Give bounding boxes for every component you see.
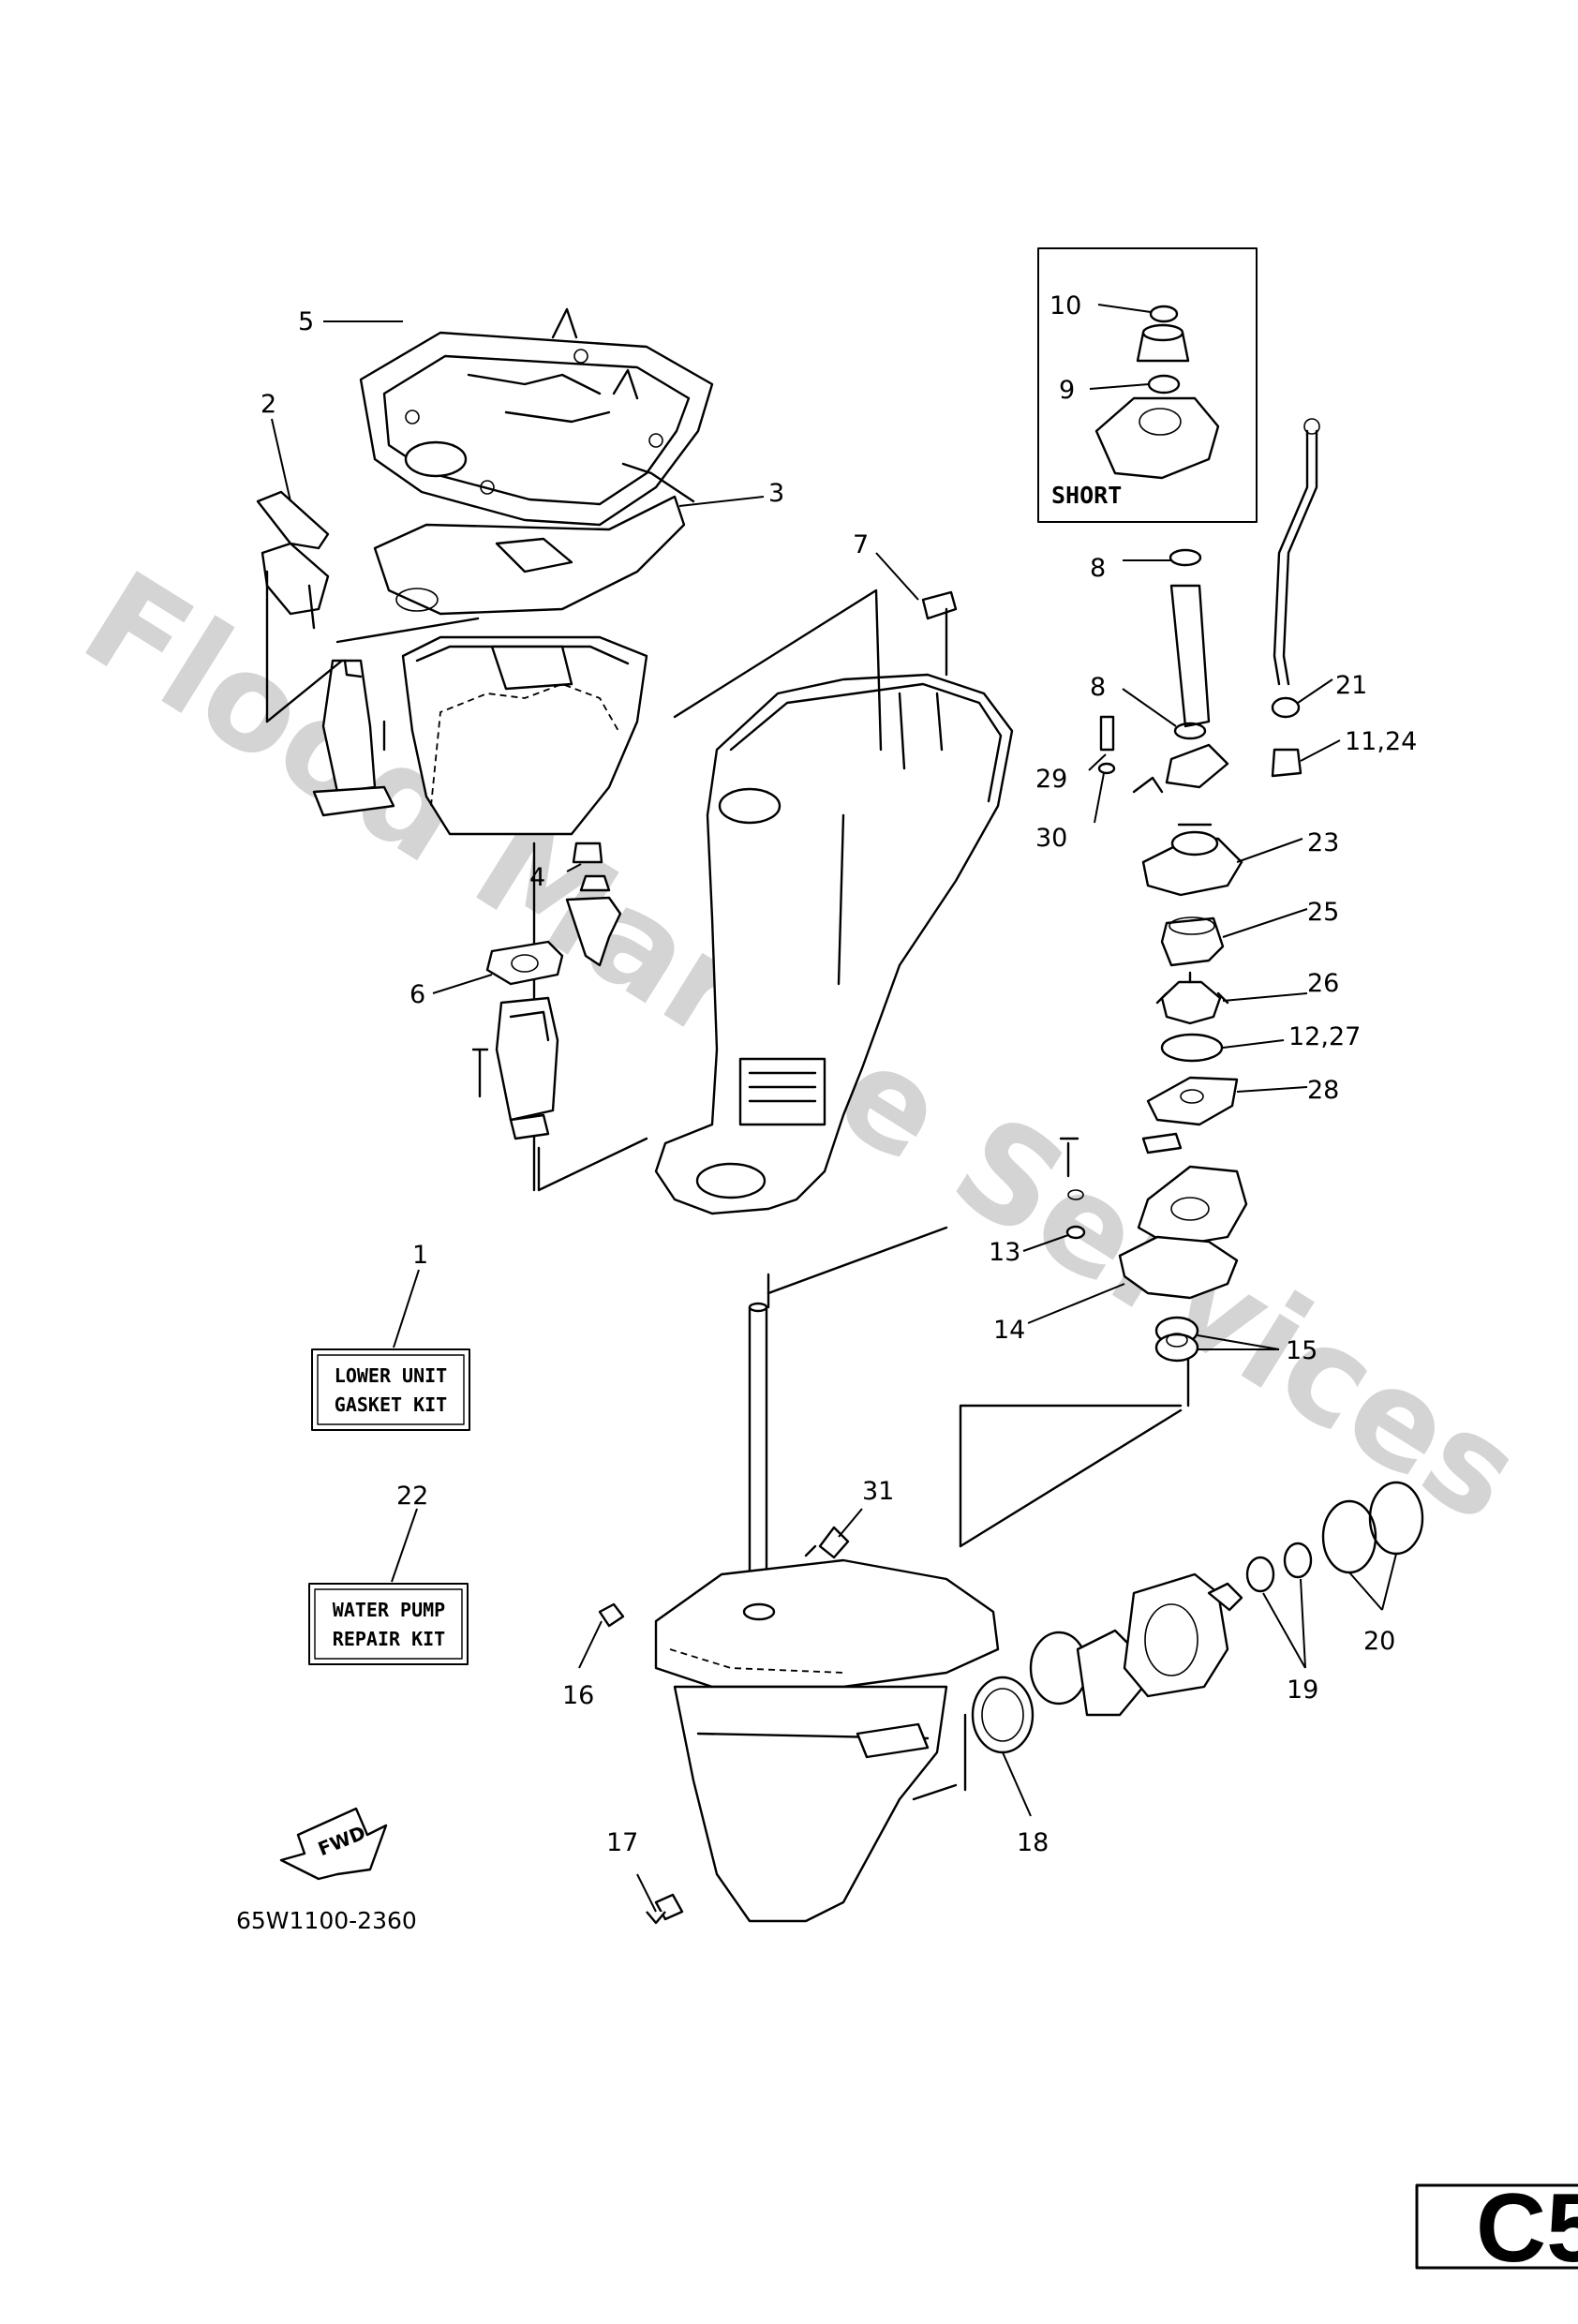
callout-21: 21 xyxy=(1335,671,1367,700)
water-pump-stack xyxy=(1059,418,1320,1408)
part-code: 65W1100-2360 xyxy=(236,1907,417,1934)
callout-2: 2 xyxy=(261,390,276,419)
callout-30: 30 xyxy=(1035,824,1067,853)
lower-case xyxy=(654,1226,1183,1923)
callout-25: 25 xyxy=(1307,898,1339,927)
lower-unit-gasket-kit-box: LOWER UNIT GASKET KIT xyxy=(311,1348,470,1431)
callout-5: 5 xyxy=(298,307,314,336)
callout-23: 23 xyxy=(1307,828,1339,857)
callout-22: 22 xyxy=(396,1482,428,1511)
water-pump-kit-line2: REPAIR KIT xyxy=(333,1628,445,1650)
callout-12-27: 12,27 xyxy=(1288,1022,1361,1051)
callout-3: 3 xyxy=(768,479,784,508)
callout-15: 15 xyxy=(1286,1336,1317,1365)
lower-unit-kit-line2: GASKET KIT xyxy=(335,1393,447,1416)
fwd-arrow: FWD xyxy=(279,1807,388,1881)
inset-label: SHORT xyxy=(1051,482,1122,509)
callout-10: 10 xyxy=(1050,291,1081,320)
callout-6: 6 xyxy=(409,980,425,1009)
lower-unit-kit-line1: LOWER UNIT xyxy=(335,1364,447,1387)
water-pump-kit-line1: WATER PUMP xyxy=(333,1599,445,1621)
callout-11-24: 11,24 xyxy=(1345,727,1417,756)
short-inset: SHORT xyxy=(1037,247,1258,523)
callout-9: 9 xyxy=(1059,376,1075,405)
callout-26: 26 xyxy=(1307,969,1339,998)
callout-1: 1 xyxy=(412,1241,428,1270)
callout-19: 19 xyxy=(1287,1676,1318,1705)
callout-8a: 8 xyxy=(1090,554,1106,583)
leader-lines xyxy=(271,304,1397,1913)
callout-16: 16 xyxy=(562,1681,594,1710)
fwd-label: FWD xyxy=(315,1821,369,1860)
callout-29: 29 xyxy=(1035,765,1067,794)
drain-and-pipe xyxy=(471,842,648,1192)
callout-18: 18 xyxy=(1017,1828,1049,1857)
callout-8b: 8 xyxy=(1090,673,1106,702)
callout-7: 7 xyxy=(853,530,869,559)
page-id: C5 xyxy=(1476,2174,1578,2283)
page-id-box: C5 xyxy=(1415,2174,1578,2283)
callout-13: 13 xyxy=(989,1238,1020,1267)
callout-20: 20 xyxy=(1363,1627,1395,1656)
callout-31: 31 xyxy=(862,1477,894,1506)
callout-17: 17 xyxy=(606,1828,638,1857)
exhaust-guide-assembly xyxy=(256,307,714,1192)
callout-14: 14 xyxy=(993,1316,1025,1345)
water-pump-repair-kit-box: WATER PUMP REPAIR KIT xyxy=(308,1583,469,1665)
prop-shaft-housing-parts xyxy=(598,1481,1424,1925)
callouts: 1 2 3 4 5 6 7 8 8 9 10 11,24 12,27 13 14… xyxy=(261,291,1417,1857)
callout-4: 4 xyxy=(529,863,545,892)
callout-28: 28 xyxy=(1307,1076,1339,1105)
upper-casing xyxy=(654,588,1014,1215)
